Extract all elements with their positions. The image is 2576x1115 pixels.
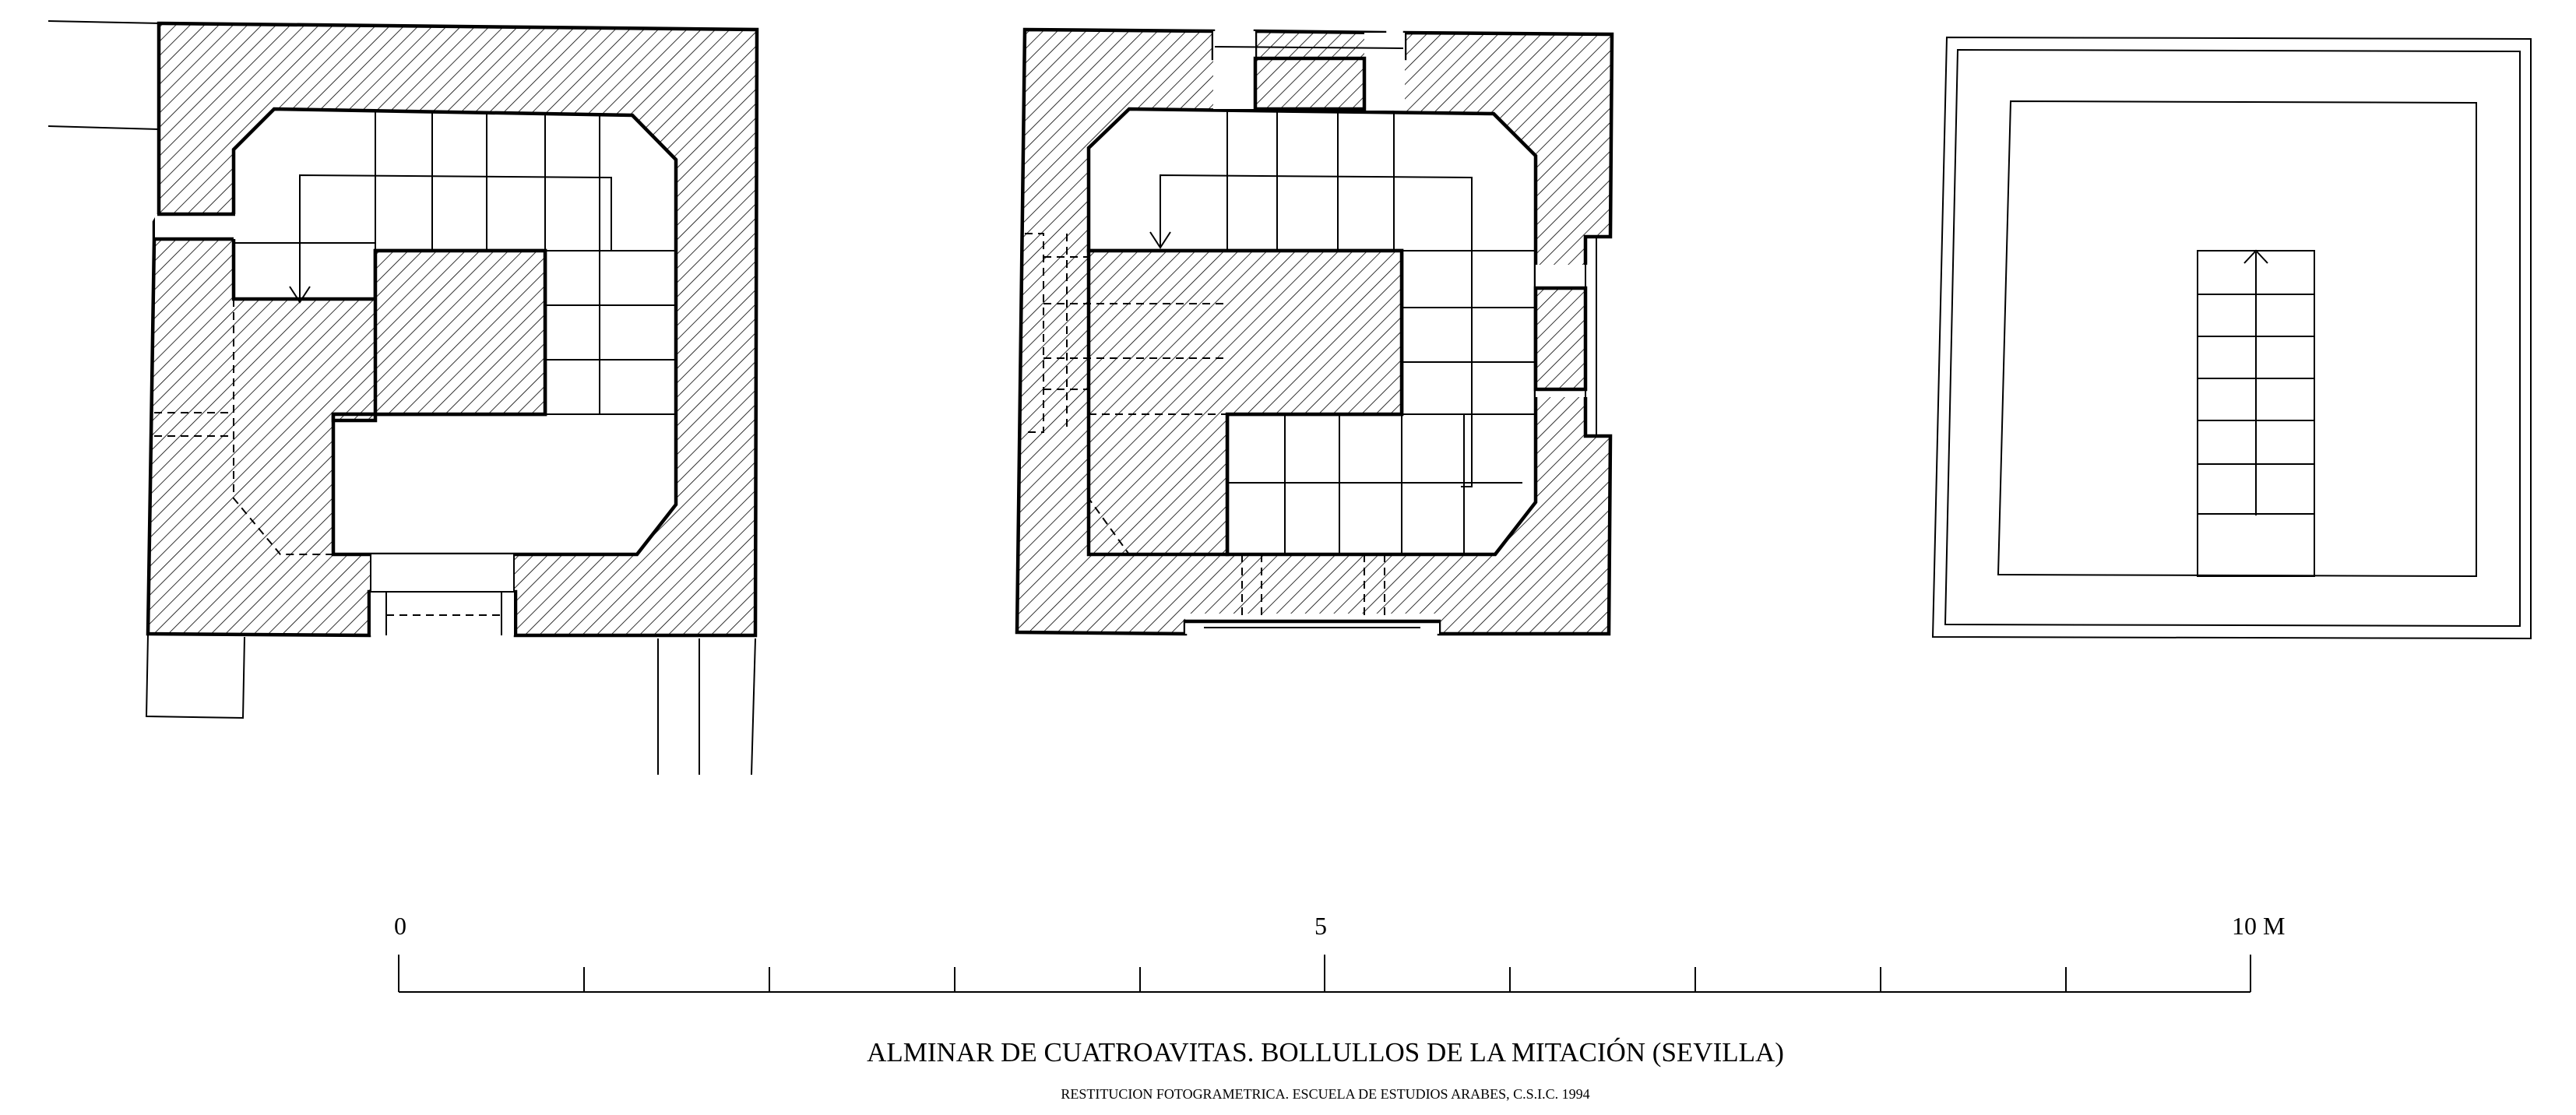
drawing-credit: RESTITUCION FOTOGRAMETRICA. ESCUELA DE E… bbox=[1061, 1086, 1589, 1102]
scale-bar: 0 5 10 M bbox=[394, 912, 2285, 993]
bottom-opening bbox=[1185, 554, 1439, 634]
scale-label-0: 0 bbox=[394, 912, 406, 940]
roof-outer-edge bbox=[1931, 36, 2532, 640]
walking-line-arrow bbox=[289, 174, 612, 304]
central-core bbox=[1086, 248, 1404, 557]
roof-plan bbox=[1931, 36, 2532, 640]
hidden-lines bbox=[154, 299, 376, 555]
right-opening bbox=[1533, 237, 1612, 436]
ground-floor-plan bbox=[48, 20, 759, 776]
stair-treads bbox=[1226, 111, 1536, 554]
roof-parapet bbox=[1944, 48, 2521, 628]
scale-label-5: 5 bbox=[1314, 912, 1327, 940]
entrance bbox=[370, 554, 515, 635]
walking-line-arrow bbox=[1149, 174, 1473, 487]
roof-inner-platform bbox=[1997, 100, 2477, 578]
top-openings bbox=[1213, 31, 1405, 111]
adjacent-walls bbox=[48, 20, 756, 776]
scale-label-10m: 10 M bbox=[2232, 912, 2285, 940]
hidden-lines bbox=[1025, 233, 1227, 555]
drawing-title: ALMINAR DE CUATROAVITAS. BOLLULLOS DE LA… bbox=[867, 1036, 1784, 1068]
roof-stair bbox=[2197, 249, 2315, 577]
upper-floor-plan bbox=[1015, 27, 1614, 636]
